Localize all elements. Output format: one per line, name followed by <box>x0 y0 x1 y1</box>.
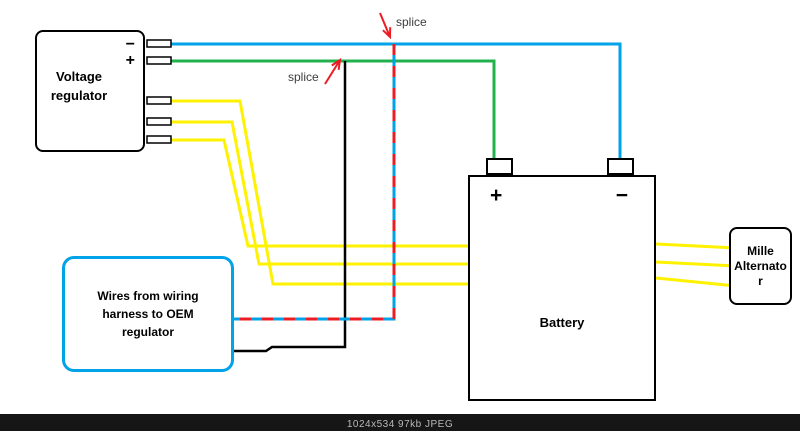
splice-wire-cyan-base <box>232 44 396 321</box>
image-caption-bar: 1024x534 97kb JPEG <box>0 414 800 431</box>
harness-label: Wires from wiring harness to OEM regulat… <box>97 289 199 339</box>
battery-minus-symbol: − <box>615 184 628 207</box>
splice-label-top: splice <box>396 15 427 29</box>
image-caption: 1024x534 97kb JPEG <box>346 419 454 430</box>
yellow-wire-1 <box>170 99 468 286</box>
yellow-wire-3 <box>170 138 468 248</box>
harness-box: Wires from wiring harness to OEM regulat… <box>62 256 234 372</box>
regulator-minus-symbol: − <box>125 36 135 53</box>
regulator-pin-minus <box>146 39 172 48</box>
regulator-pin-plus <box>146 56 172 65</box>
yellow-wire-right-1 <box>655 242 737 250</box>
regulator-pin-3 <box>146 96 172 105</box>
battery-plus-terminal-tab <box>486 158 513 175</box>
black-harness-wire <box>232 61 347 353</box>
splice-arrow-mid <box>324 57 342 85</box>
battery-minus-terminal-tab <box>607 158 634 175</box>
regulator-pin-4 <box>146 117 172 126</box>
regulator-plus-symbol: + <box>125 52 135 69</box>
yellow-wire-right-2 <box>655 260 737 268</box>
voltage-regulator-box: − + Voltage regulator <box>35 30 145 152</box>
battery-box: + − Battery <box>468 175 656 401</box>
battery-label: Battery <box>539 315 585 330</box>
voltage-regulator-label: Voltage regulator <box>50 69 108 103</box>
blue-negative-wire <box>170 42 622 166</box>
regulator-pin-5 <box>146 135 172 144</box>
splice-arrow-top <box>379 12 392 40</box>
yellow-wire-2 <box>170 120 468 266</box>
battery-plus-symbol: + <box>490 184 503 207</box>
alternator-box: Mille Alternator <box>729 227 792 305</box>
green-positive-wire <box>170 59 496 166</box>
yellow-wire-right-3 <box>655 276 737 288</box>
alternator-label: Mille Alternator <box>734 243 787 288</box>
splice-label-mid: splice <box>288 70 319 84</box>
splice-wire-red-dashes <box>232 44 396 321</box>
regulator-pins <box>146 39 172 144</box>
